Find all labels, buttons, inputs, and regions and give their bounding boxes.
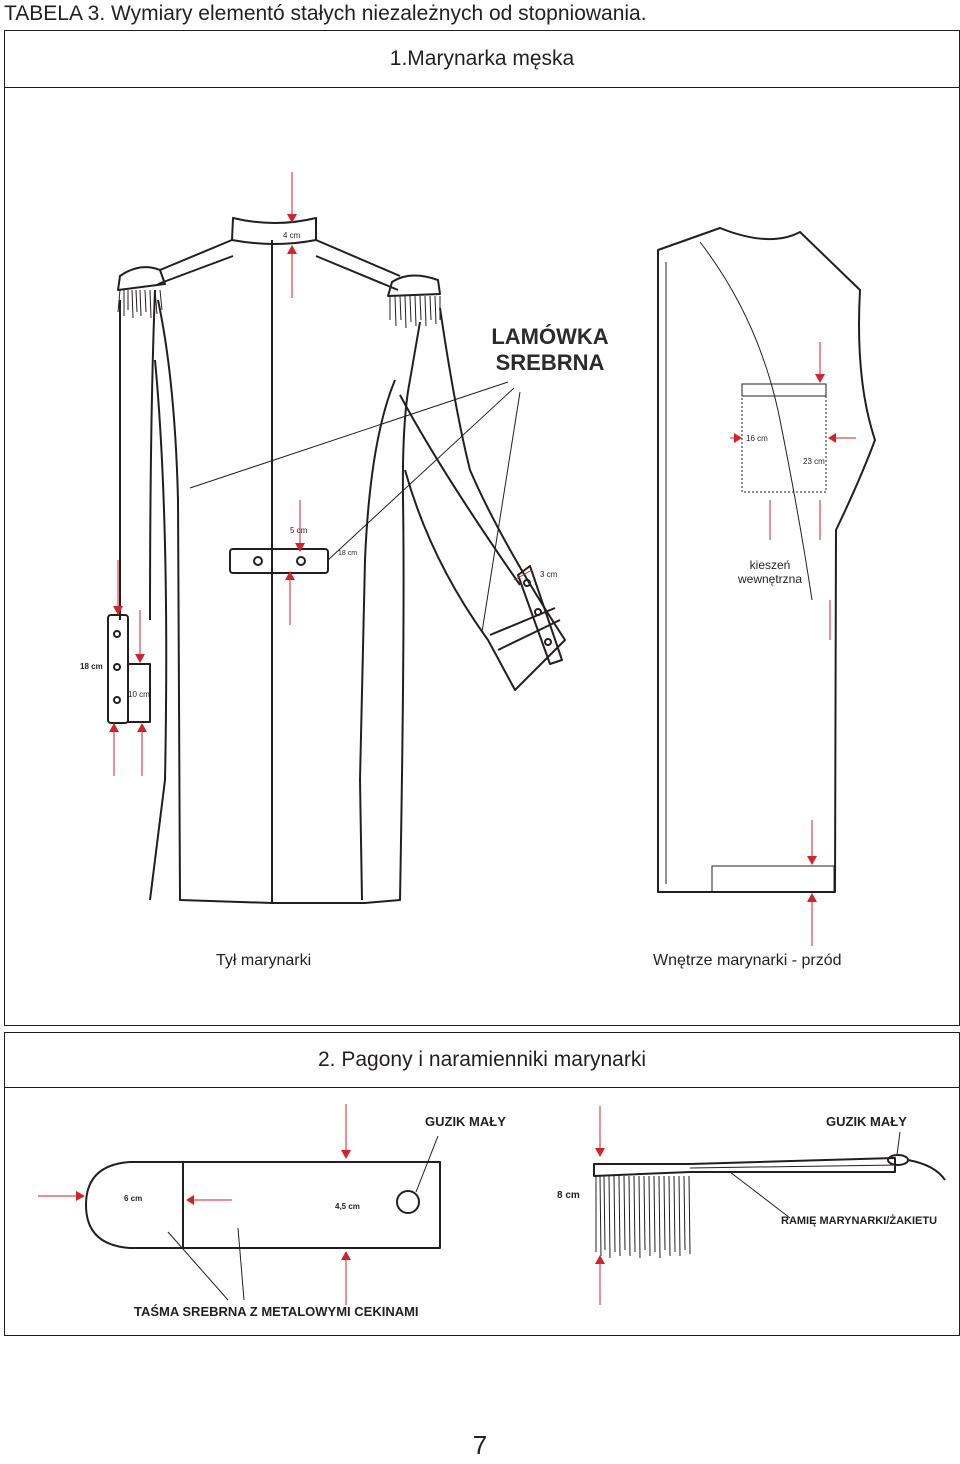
page-title: TABELA 3. Wymiary elementó stałych nieza… <box>4 2 647 25</box>
button-label-right: GUZIK MAŁY <box>826 1114 907 1129</box>
inner-pocket-text: kieszeń wewnętrzna <box>737 558 803 586</box>
pocket-width-label: 16 cm <box>746 434 768 443</box>
dimension-arrows-section-1 <box>109 172 856 946</box>
jacket-front-interior-drawing <box>657 227 876 893</box>
epaulet-strap-drawing <box>38 1104 441 1305</box>
front-caption: Wnętrze marynarki - przód <box>653 952 842 969</box>
lamowka-srebrna-label: LAMÓWKA SREBRNA <box>480 324 620 376</box>
section-2-title: 2. Pagony i naramienniki marynarki <box>5 1033 959 1088</box>
pocket-height-label: 23 cm <box>803 457 825 466</box>
inner-pocket-label: kieszeń wewnętrzna <box>720 558 820 586</box>
strap-inner-label: 4,5 cm <box>335 1202 360 1211</box>
back-caption: Tył marynarki <box>216 952 312 969</box>
button-label-left: GUZIK MAŁY <box>425 1114 506 1129</box>
section-1-title: 1.Marynarka męska <box>5 31 959 88</box>
strap-width-label: 6 cm <box>124 1194 143 1203</box>
silver-tape-label: TAŚMA SREBRNA Z METALOWYMI CEKINAMI <box>134 1304 419 1319</box>
back-tab-height-label: 5 cm <box>290 526 308 535</box>
fringe-length-label: 8 cm <box>557 1190 580 1201</box>
page-number: 7 <box>472 1430 488 1460</box>
cuff-width-label: 3 cm <box>540 570 558 579</box>
sleeve-tab-width-label: 10 cm <box>128 690 150 699</box>
fringe-epaulet-drawing <box>593 1106 946 1305</box>
sleeve-tab-length-label: 18 cm <box>80 662 103 671</box>
collar-height-label: 4 cm <box>283 231 301 240</box>
back-tab-length-label: 18 cm <box>338 550 358 557</box>
shoulder-label: RAMIĘ MARYNARKI/ŻAKIETU <box>781 1215 938 1227</box>
jacket-back-drawing <box>107 217 566 904</box>
lamowka-srebrna-text: LAMÓWKA SREBRNA <box>491 324 609 375</box>
